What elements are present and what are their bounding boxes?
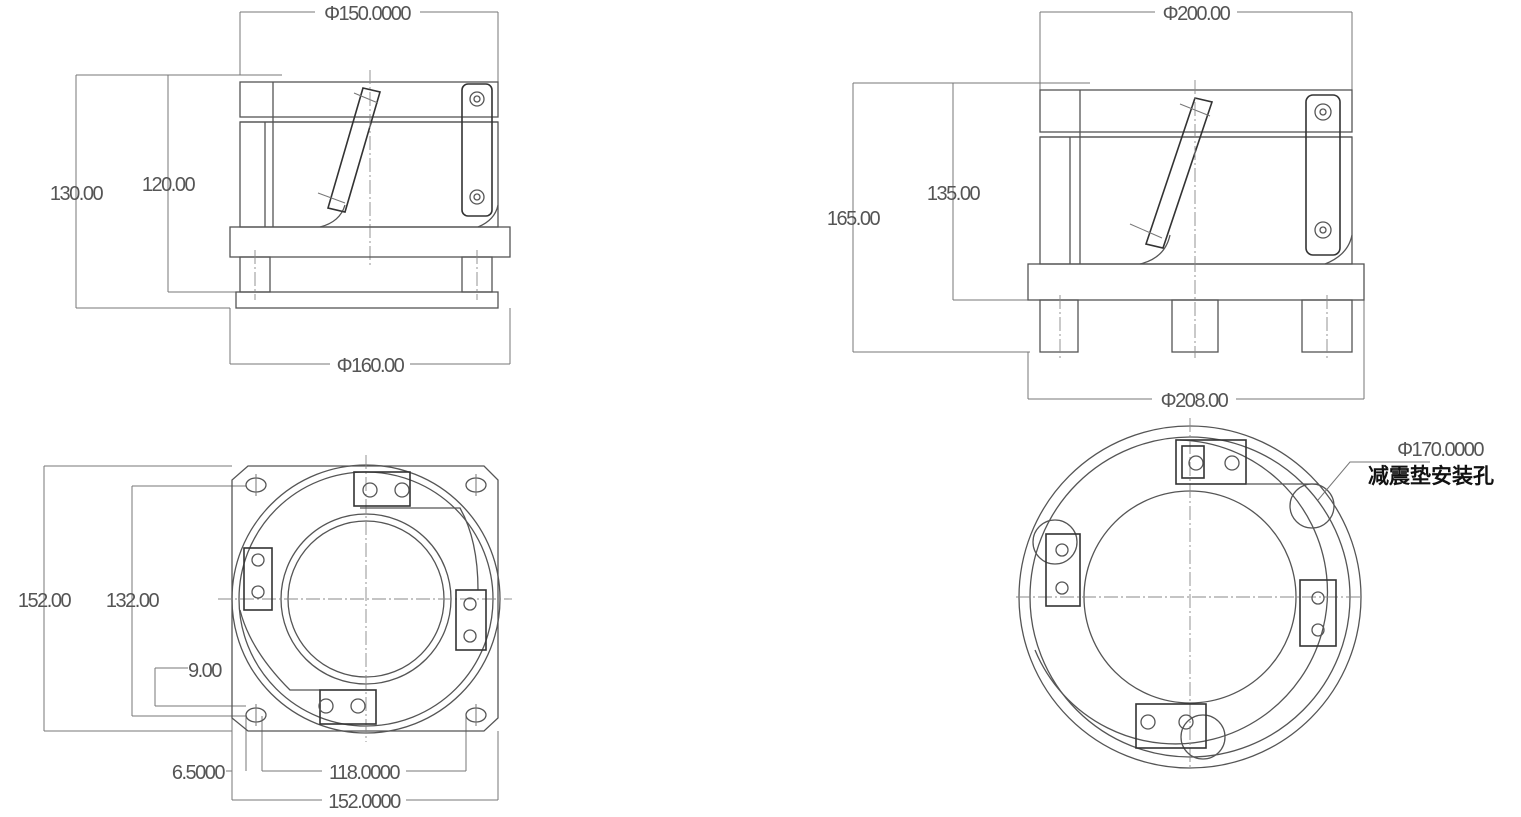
total-height-label: 130.00 [50, 183, 104, 205]
hole-dim-label: 9.00 [188, 660, 222, 682]
inner-height-label: 132.00 [106, 590, 160, 612]
mount-hole-note: 减震垫安装孔 [1368, 464, 1494, 488]
mount-hole-circle [1289, 483, 1335, 529]
hole-spacing-label: 118.0000 [329, 762, 400, 784]
outer-width-label: 152.0000 [328, 791, 401, 813]
plan-view-small: 152.00 132.00 9.00 6.5000 118.0000 152.0… [18, 455, 512, 813]
top-diameter-label: Φ150.0000 [324, 3, 411, 25]
side-view-small: Φ150.0000 130.00 120.00 Φ160.00 [50, 3, 511, 377]
total-height-label: 165.00 [827, 208, 881, 230]
edge-offset-label: 6.5000 [172, 762, 226, 784]
top-diameter-label: Φ200.00 [1163, 3, 1231, 25]
outer-height-label: 152.00 [18, 590, 72, 612]
base-diameter-label: Φ160.00 [337, 355, 405, 377]
circle-diameter-label: Φ170.0000 [1397, 439, 1484, 461]
base-diameter-label: Φ208.00 [1161, 390, 1229, 412]
body-height-label: 120.00 [142, 174, 196, 196]
plan-view-large: Φ170.0000 减震垫安装孔 [1016, 418, 1494, 770]
body-height-label: 135.00 [927, 183, 981, 205]
side-view-large: Φ200.00 165.00 135.00 Φ208.00 [827, 3, 1365, 412]
